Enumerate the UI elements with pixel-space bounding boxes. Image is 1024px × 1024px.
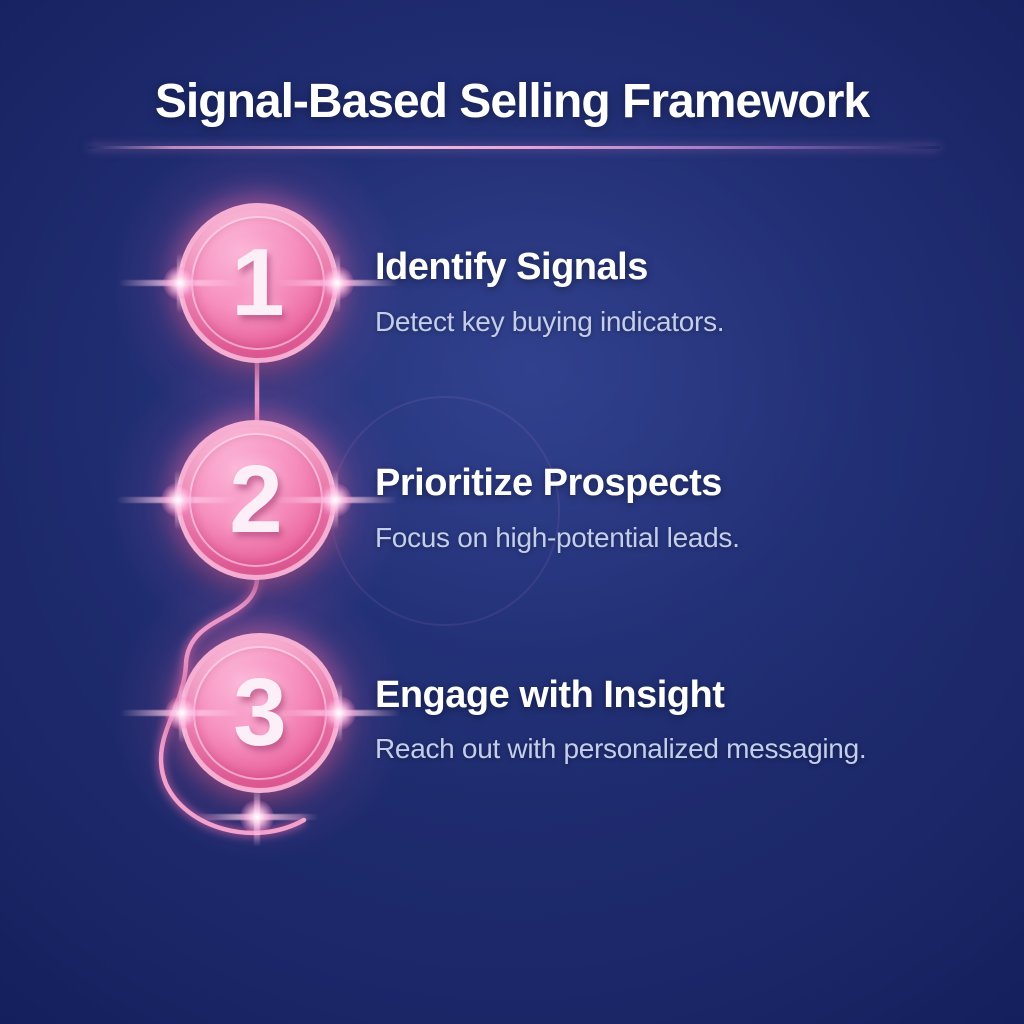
step-1-circle: 1 bbox=[178, 203, 338, 363]
page-title: Signal-Based Selling Framework bbox=[154, 75, 870, 128]
step-3-number: 3 bbox=[233, 659, 287, 766]
title-divider bbox=[88, 146, 940, 149]
step-2-circle: 2 bbox=[176, 420, 336, 580]
step-2-title: Prioritize Prospects bbox=[375, 462, 722, 504]
step-1-title: Identify Signals bbox=[375, 246, 648, 288]
step-2-subtitle: Focus on high-potential leads. bbox=[375, 522, 740, 553]
step-3-subtitle: Reach out with personalized messaging. bbox=[375, 733, 867, 764]
step-1-number: 1 bbox=[231, 229, 285, 336]
step-1-subtitle: Detect key buying indicators. bbox=[375, 306, 725, 337]
step-3-circle: 3 bbox=[180, 633, 340, 793]
step-2-number: 2 bbox=[229, 446, 283, 553]
step-3-title: Engage with Insight bbox=[375, 674, 725, 716]
